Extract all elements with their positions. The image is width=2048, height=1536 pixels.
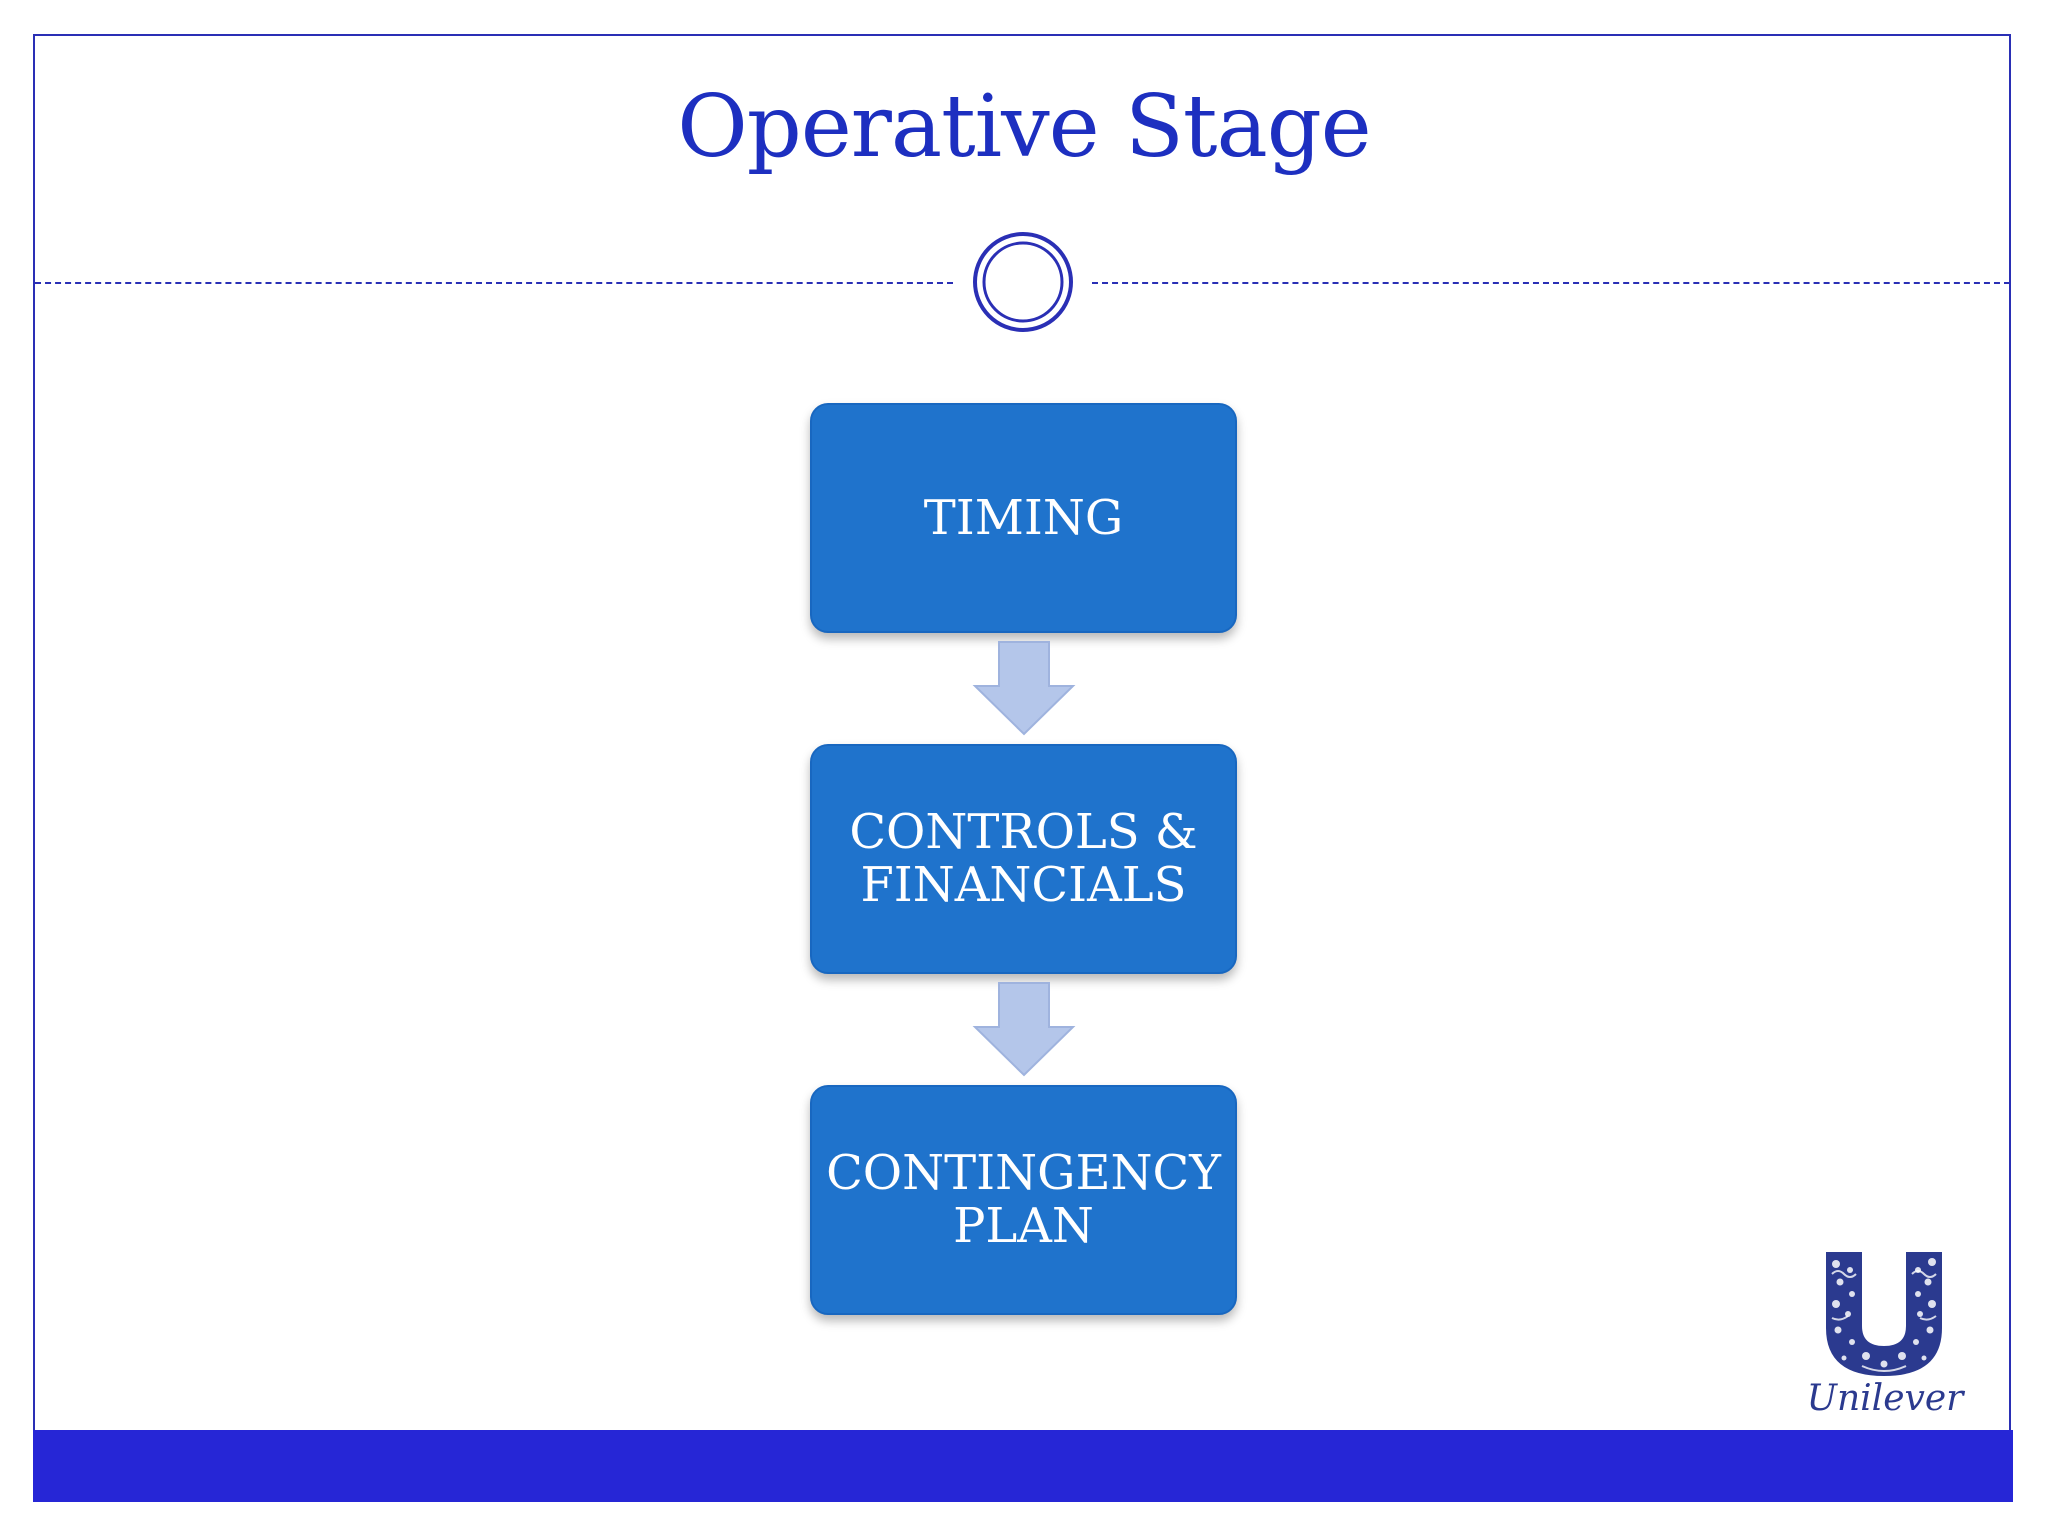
- divider-line-left: [35, 282, 953, 284]
- flow-step-label: CONTINGENCY PLAN: [826, 1147, 1221, 1253]
- flow-step-label-line: FINANCIALS: [860, 857, 1187, 913]
- ring-ornament-icon: [973, 232, 1073, 332]
- divider-line-right: [1092, 282, 2010, 284]
- down-arrow-icon: [972, 982, 1076, 1077]
- flow-step-label-line: CONTINGENCY: [826, 1145, 1221, 1201]
- flow-step-timing: TIMING: [810, 403, 1237, 633]
- unilever-logo-icon: [1826, 1252, 1942, 1376]
- flow-step-label: CONTROLS & FINANCIALS: [849, 806, 1197, 912]
- flow-step-label: TIMING: [923, 489, 1124, 546]
- flow-step-label-line: CONTROLS &: [849, 804, 1198, 860]
- footer-bar: [33, 1430, 2013, 1502]
- flow-step-controls-financials: CONTROLS & FINANCIALS: [810, 744, 1237, 974]
- flow-step-contingency-plan: CONTINGENCY PLAN: [810, 1085, 1237, 1315]
- logo-wordmark: Unilever: [1806, 1378, 1964, 1419]
- slide-title: Operative Stage: [677, 77, 1371, 177]
- flow-step-label-line: PLAN: [953, 1198, 1094, 1254]
- flow-step-label-line: TIMING: [923, 489, 1124, 546]
- down-arrow-icon: [972, 641, 1076, 736]
